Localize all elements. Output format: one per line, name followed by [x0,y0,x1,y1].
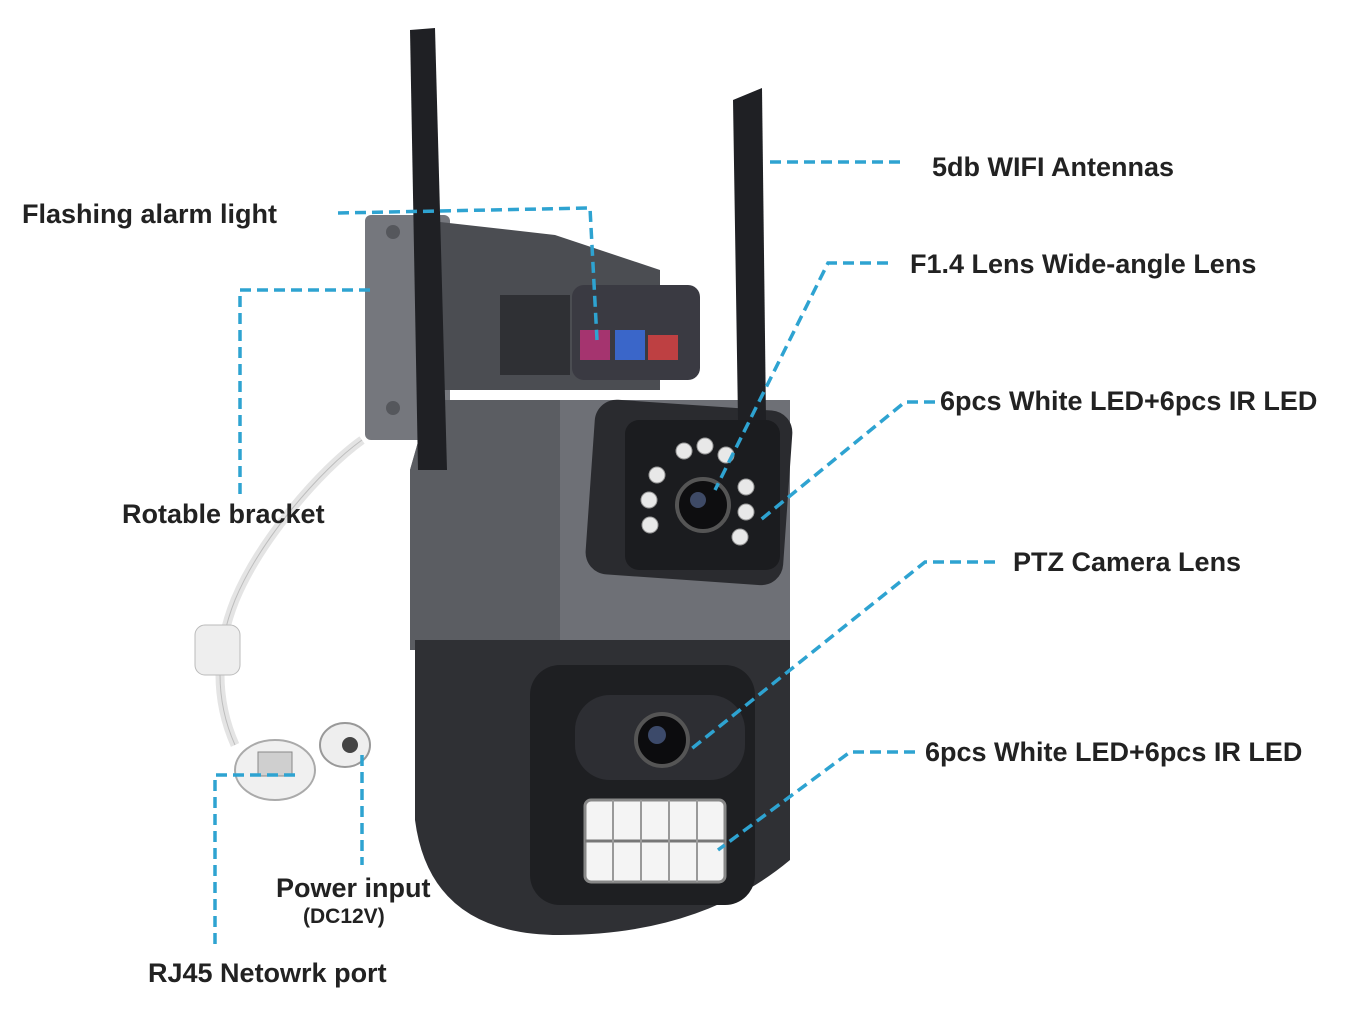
cable-splitter [194,624,241,676]
top-leds [640,437,755,546]
label-led-top: 6pcs White LED+6pcs IR LED [940,386,1318,416]
label-bracket: Rotable bracket [122,499,325,529]
label-power: Power input [276,873,431,903]
label-antennas: 5db WIFI Antennas [932,152,1174,182]
leader-lines [213,160,995,945]
label-alarm-light: Flashing alarm light [22,199,278,229]
label-wide-lens: F1.4 Lens Wide-angle Lens [910,249,1257,279]
right-antenna [733,88,766,420]
label-led-bottom: 6pcs White LED+6pcs IR LED [925,737,1303,767]
label-power-spec: (DC12V) [303,905,385,928]
label-ptz-lens: PTZ Camera Lens [1013,547,1242,577]
label-rj45: RJ45 Netowrk port [148,958,387,988]
left-antenna [410,28,447,470]
